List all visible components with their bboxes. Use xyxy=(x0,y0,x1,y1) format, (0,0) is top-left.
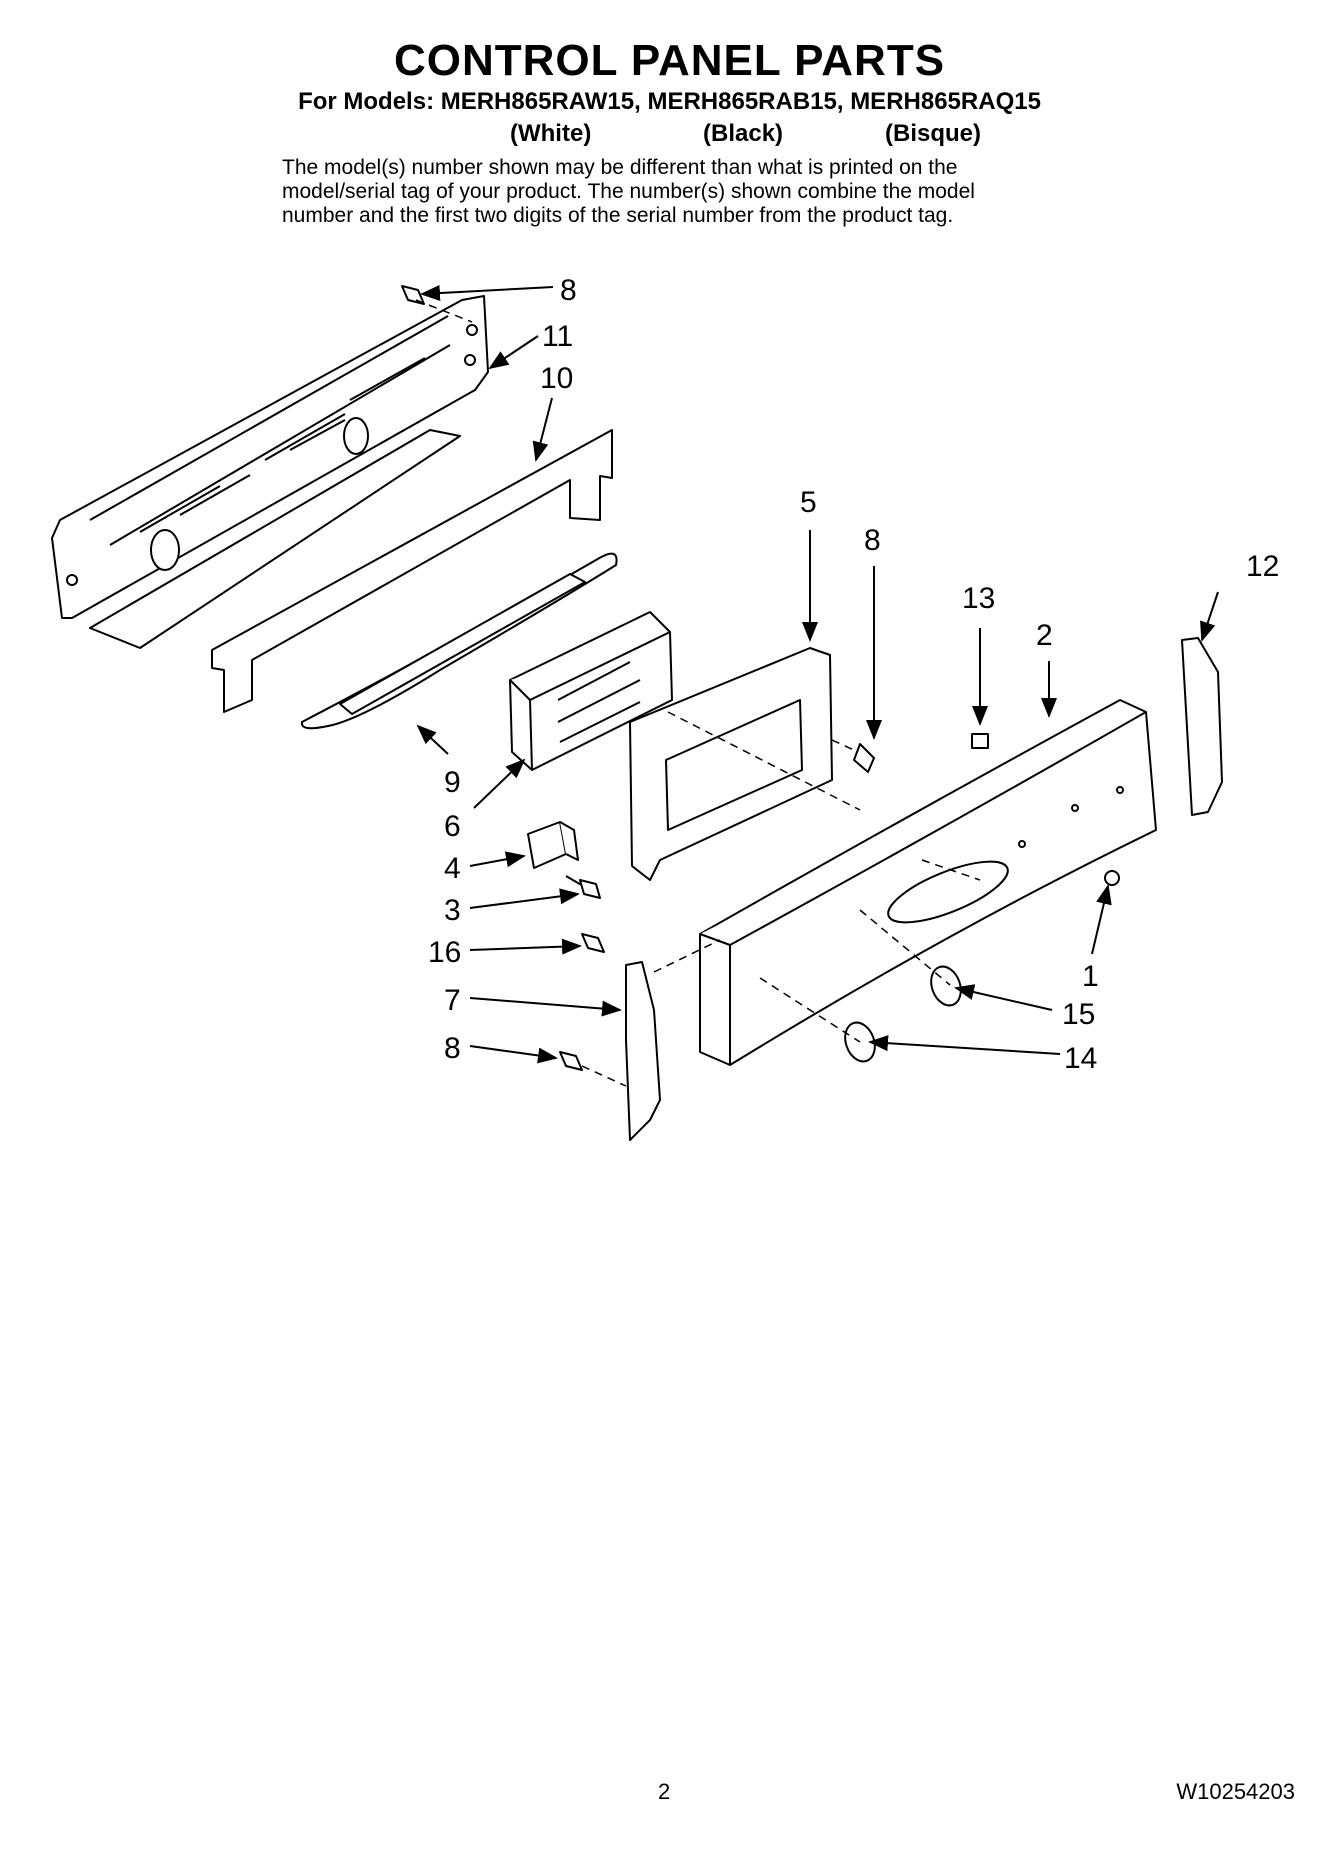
model-number-note: The model(s) number shown may be differe… xyxy=(282,156,1102,228)
screw-8-overlay xyxy=(853,743,875,773)
callout-3: 3 xyxy=(444,894,461,927)
callout-13: 13 xyxy=(962,582,995,615)
callout-8-bottom: 8 xyxy=(444,1032,461,1065)
control-overlay xyxy=(629,647,833,881)
right-end-bracket xyxy=(1181,637,1223,816)
rear-console-bracket xyxy=(51,295,489,619)
clip xyxy=(971,733,989,749)
electronic-control xyxy=(509,611,673,771)
screw-8-bottom xyxy=(559,1051,583,1071)
callout-6: 6 xyxy=(444,810,461,843)
color-white: (White) xyxy=(510,120,592,147)
page-number: 2 xyxy=(658,1779,671,1804)
left-end-bracket xyxy=(625,961,661,1141)
callout-5: 5 xyxy=(800,486,817,519)
callout-15: 15 xyxy=(1062,998,1095,1031)
callout-7: 7 xyxy=(444,984,461,1017)
callout-4: 4 xyxy=(444,852,461,885)
callout-2: 2 xyxy=(1036,619,1053,652)
note-line: The model(s) number shown may be differe… xyxy=(282,156,958,179)
screw-16 xyxy=(581,933,605,953)
knob-15 xyxy=(930,965,962,1007)
note-line: model/serial tag of your product. The nu… xyxy=(282,180,975,203)
color-bisque: (Bisque) xyxy=(885,120,981,147)
page-title: CONTROL PANEL PARTS xyxy=(393,36,946,85)
callout-16: 16 xyxy=(428,936,461,969)
callout-14: 14 xyxy=(1064,1042,1097,1075)
callout-8-top: 8 xyxy=(560,274,577,307)
control-trim xyxy=(300,552,618,730)
grommet xyxy=(1104,870,1120,886)
callout-9: 9 xyxy=(444,766,461,799)
callout-11: 11 xyxy=(542,320,573,353)
models-line: For Models: MERH865RAW15, MERH865RAB15, … xyxy=(298,88,1041,115)
screw-8-top xyxy=(401,285,425,305)
switch xyxy=(527,821,591,891)
note-line: number and the first two digits of the s… xyxy=(282,204,954,227)
callout-8-overlay: 8 xyxy=(864,524,881,557)
callout-1: 1 xyxy=(1082,960,1099,993)
document-number: W10254203 xyxy=(1176,1779,1295,1804)
callout-10: 10 xyxy=(540,362,573,395)
color-variants: (White) (Black) (Bisque) xyxy=(0,120,1339,150)
control-panel xyxy=(699,699,1157,1066)
screw-3 xyxy=(579,879,601,899)
color-black: (Black) xyxy=(703,120,784,147)
control-channel xyxy=(89,429,613,713)
callout-12: 12 xyxy=(1246,550,1279,583)
